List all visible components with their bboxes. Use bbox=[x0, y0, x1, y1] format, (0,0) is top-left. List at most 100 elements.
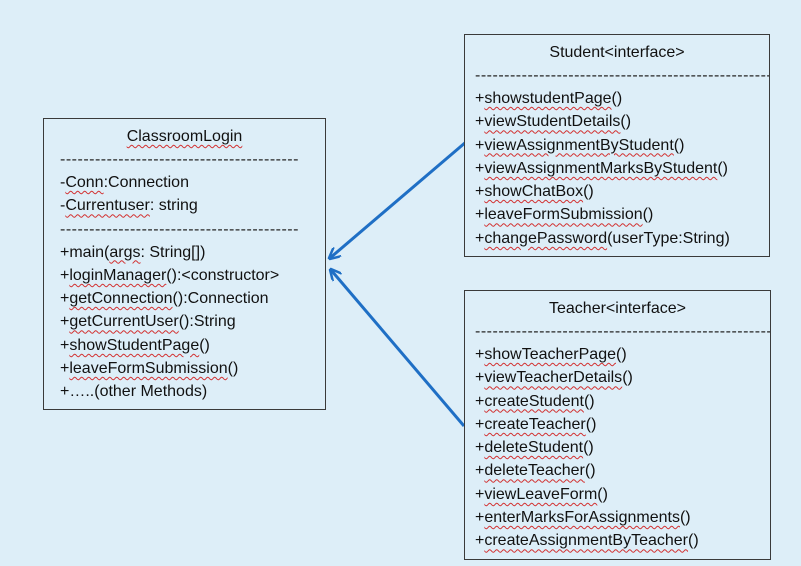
member-prefix: + bbox=[60, 313, 70, 331]
member-name: showstudentPage bbox=[484, 90, 612, 107]
member-name: deleteTeacher bbox=[484, 462, 585, 480]
member-prefix: + bbox=[475, 136, 485, 154]
method-row: +createStudent() bbox=[475, 390, 770, 413]
teacher-interface-box: Teacher<interface> ---------------------… bbox=[464, 290, 771, 560]
separator: ----------------------------------------… bbox=[60, 220, 299, 238]
member-suffix: () bbox=[717, 159, 728, 177]
member-name: viewTeacherDetails bbox=[484, 369, 623, 387]
member-name: leaveFormSubmission bbox=[69, 360, 228, 378]
member-prefix: + bbox=[475, 462, 485, 480]
member-suffix: () bbox=[583, 392, 595, 410]
attribute-list: -Conn:Connection-Currentuser: string bbox=[60, 171, 325, 218]
attribute-row: -Currentuser: string bbox=[60, 194, 325, 217]
member-name: viewLeaveForm bbox=[484, 485, 598, 503]
member-prefix: +…..(other Methods) bbox=[60, 383, 208, 401]
member-name: showStudentPage bbox=[69, 336, 200, 354]
member-suffix: () bbox=[199, 336, 210, 354]
class-name: ClassroomLogin bbox=[126, 128, 243, 145]
member-suffix: () bbox=[611, 90, 623, 107]
method-row: +changePassword(userType:String) bbox=[475, 227, 769, 250]
member-prefix: + bbox=[475, 369, 485, 387]
method-row: +viewTeacherDetails() bbox=[475, 366, 770, 389]
teacher-realization-arrow bbox=[331, 270, 466, 427]
member-prefix: + bbox=[475, 113, 485, 131]
method-row: +viewLeaveForm() bbox=[475, 483, 770, 506]
method-row: +viewAssignmentMarksByStudent() bbox=[475, 157, 769, 180]
method-row: +…..(other Methods) bbox=[60, 380, 325, 403]
member-name: createStudent bbox=[484, 392, 584, 410]
member-prefix: +main( bbox=[60, 243, 110, 261]
member-name: getConnection bbox=[69, 290, 173, 308]
member-suffix: ():Connection bbox=[172, 290, 269, 308]
member-suffix: : string bbox=[149, 197, 198, 215]
method-row: +showstudentPage() bbox=[475, 87, 769, 110]
member-suffix: () bbox=[584, 462, 596, 480]
attribute-row: -Conn:Connection bbox=[60, 171, 325, 194]
member-suffix: () bbox=[673, 136, 685, 154]
student-interface-box: Student<interface> ---------------------… bbox=[464, 34, 770, 257]
member-prefix: + bbox=[475, 183, 485, 201]
member-name: changePassword bbox=[484, 229, 608, 247]
member-name: viewAssignmentMarksByStudent bbox=[484, 159, 718, 177]
method-row: +deleteStudent() bbox=[475, 436, 770, 459]
member-prefix: + bbox=[475, 159, 485, 177]
member-name: createTeacher bbox=[484, 415, 586, 433]
member-suffix: () bbox=[642, 206, 654, 224]
member-suffix: () bbox=[585, 415, 597, 433]
method-list: +main(args: String[])+loginManager():<co… bbox=[60, 241, 325, 404]
member-suffix: () bbox=[583, 183, 594, 201]
separator: ----------------------------------------… bbox=[475, 67, 769, 84]
member-name: Currentuser bbox=[65, 197, 150, 215]
member-suffix: ():<constructor> bbox=[166, 266, 280, 284]
member-name: Conn bbox=[65, 174, 104, 191]
member-name: viewAssignmentByStudent bbox=[484, 136, 674, 154]
member-prefix: - bbox=[60, 174, 66, 191]
member-name: getCurrentUser bbox=[69, 313, 179, 331]
method-row: +loginManager():<constructor> bbox=[60, 264, 325, 287]
member-prefix: - bbox=[60, 197, 66, 215]
member-suffix: () bbox=[679, 509, 691, 527]
method-row: +getCurrentUser():String bbox=[60, 310, 325, 333]
member-prefix: + bbox=[475, 392, 485, 410]
member-suffix: () bbox=[615, 346, 627, 363]
method-row: +showTeacherPage() bbox=[475, 343, 770, 366]
separator: ----------------------------------------… bbox=[60, 151, 299, 168]
method-row: +viewAssignmentByStudent() bbox=[475, 134, 769, 157]
member-name: createAssignmentByTeacher bbox=[484, 532, 688, 550]
method-row: +viewStudentDetails() bbox=[475, 110, 769, 133]
member-suffix: () bbox=[688, 532, 699, 550]
method-row: +main(args: String[]) bbox=[60, 241, 325, 264]
member-prefix: + bbox=[475, 532, 485, 550]
classroomlogin-class-box: ClassroomLogin -------------------------… bbox=[43, 118, 326, 410]
member-name: showChatBox bbox=[484, 183, 584, 201]
member-suffix: () bbox=[622, 369, 633, 387]
member-suffix: () bbox=[227, 360, 239, 378]
member-suffix: (userType:String) bbox=[607, 229, 730, 247]
interface-name: Teacher<interface> bbox=[549, 300, 686, 317]
method-row: +deleteTeacher() bbox=[475, 459, 770, 482]
member-name: showTeacherPage bbox=[484, 346, 616, 363]
member-prefix: + bbox=[475, 485, 485, 503]
member-prefix: + bbox=[475, 439, 485, 457]
method-row: +createAssignmentByTeacher() bbox=[475, 529, 770, 552]
method-row: +enterMarksForAssignments() bbox=[475, 506, 770, 529]
member-suffix: () bbox=[597, 485, 608, 503]
method-list: +showstudentPage()+viewStudentDetails()+… bbox=[475, 87, 769, 250]
member-suffix: :Connection bbox=[103, 174, 189, 191]
member-prefix: + bbox=[60, 336, 70, 354]
member-prefix: + bbox=[475, 229, 485, 247]
member-prefix: + bbox=[60, 266, 70, 284]
member-prefix: + bbox=[60, 290, 70, 308]
method-row: +leaveFormSubmission() bbox=[475, 203, 769, 226]
member-prefix: + bbox=[475, 206, 485, 224]
member-suffix: () bbox=[583, 439, 594, 457]
method-row: +leaveFormSubmission() bbox=[60, 357, 325, 380]
method-row: +getConnection():Connection bbox=[60, 287, 325, 310]
member-prefix: + bbox=[475, 509, 485, 527]
member-name: enterMarksForAssignments bbox=[484, 509, 680, 527]
separator: ----------------------------------------… bbox=[475, 323, 770, 340]
member-prefix: + bbox=[475, 90, 485, 107]
member-name: viewStudentDetails bbox=[484, 113, 621, 131]
method-list: +showTeacherPage()+viewTeacherDetails()+… bbox=[475, 343, 770, 553]
